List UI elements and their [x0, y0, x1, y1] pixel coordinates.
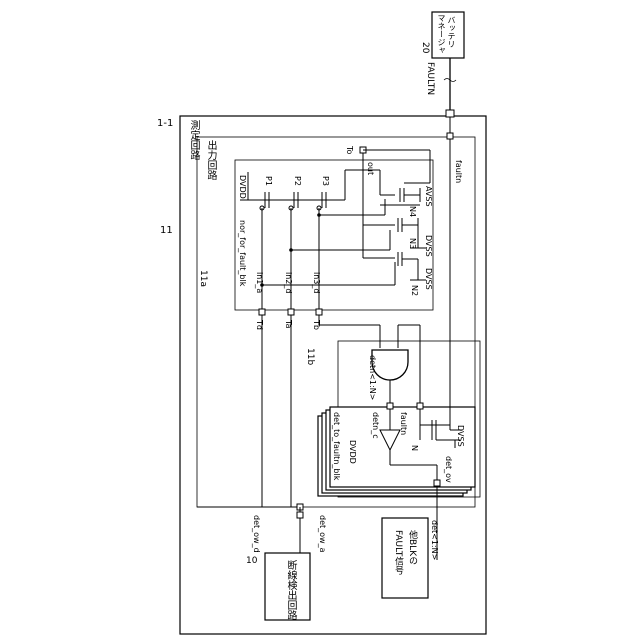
faultn-block-terminal: [417, 403, 423, 409]
measure-circuit-box: [180, 116, 486, 634]
battery-manager-box: [432, 12, 464, 58]
faultn-pin-terminal: [446, 110, 454, 117]
det-ow-a-terminal: [297, 512, 303, 518]
ta-terminal: [288, 309, 294, 315]
det-block-box: [330, 407, 475, 487]
detn-terminal: [387, 403, 393, 409]
faultn-inner-terminal: [447, 133, 453, 139]
other-block-box: [382, 518, 428, 598]
det-ov-terminal: [434, 480, 440, 486]
tb-terminal: [316, 309, 322, 315]
td-terminal: [259, 309, 265, 315]
disconnect-detection-box: [265, 553, 310, 620]
